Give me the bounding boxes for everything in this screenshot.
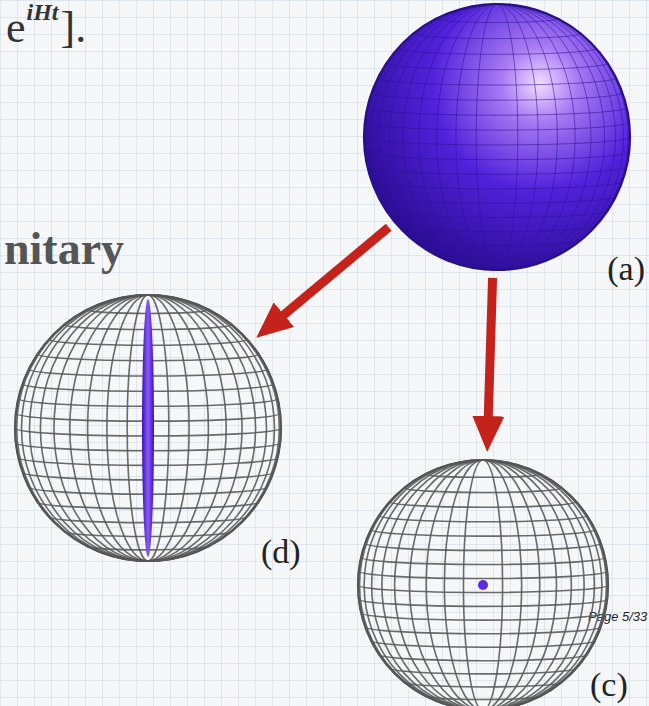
slide-text: ]. bbox=[61, 6, 87, 50]
longitude-line bbox=[444, 460, 521, 706]
red-arrow bbox=[282, 227, 388, 316]
slide-text: nitary bbox=[4, 226, 124, 272]
longitude-line bbox=[410, 460, 557, 706]
slide-text: iHt bbox=[27, 0, 59, 24]
sphere-outline bbox=[15, 295, 281, 561]
state-line bbox=[142, 299, 154, 557]
sphere-surface bbox=[364, 4, 630, 270]
panel-label: (a) bbox=[607, 252, 645, 286]
longitude-line bbox=[403, 4, 591, 270]
longitude-line bbox=[437, 4, 558, 270]
bloch-sphere bbox=[364, 4, 630, 270]
longitude-line bbox=[88, 295, 209, 561]
latitude-line bbox=[359, 571, 607, 578]
longitude-line bbox=[395, 460, 572, 706]
longitude-line bbox=[358, 460, 608, 706]
sphere-figure: (d) bbox=[15, 295, 281, 561]
state-dot bbox=[478, 580, 488, 590]
latitude-line bbox=[398, 48, 596, 54]
longitude-line bbox=[127, 295, 169, 561]
latitude-line bbox=[372, 93, 623, 101]
longitude-line bbox=[372, 460, 595, 706]
latitude-line bbox=[404, 488, 561, 493]
latitude-line bbox=[378, 78, 616, 85]
panel-label: (d) bbox=[261, 535, 301, 569]
sphere-figure: (c) bbox=[358, 460, 608, 706]
longitude-line bbox=[70, 295, 226, 561]
longitude-line bbox=[107, 295, 189, 561]
latitude-line bbox=[365, 122, 629, 130]
latitude-line bbox=[413, 34, 580, 39]
longitude-line bbox=[40, 295, 255, 561]
longitude-line bbox=[382, 460, 584, 706]
longitude-line bbox=[426, 460, 539, 706]
slide-text: e bbox=[6, 6, 26, 50]
longitude-line bbox=[456, 4, 538, 270]
longitude-line bbox=[463, 460, 502, 706]
latitude-line bbox=[364, 137, 630, 145]
longitude-line bbox=[476, 4, 518, 270]
latitude-line bbox=[436, 19, 558, 23]
longitude-line bbox=[371, 4, 624, 270]
panel-label: (c) bbox=[590, 668, 628, 702]
longitude-line bbox=[364, 460, 602, 706]
longitude-line bbox=[17, 295, 280, 561]
sphere-outline bbox=[358, 460, 608, 706]
longitude-line bbox=[364, 4, 630, 270]
latitude-line bbox=[379, 516, 587, 522]
latitude-line bbox=[367, 107, 626, 115]
red-arrow bbox=[488, 278, 492, 418]
longitude-line bbox=[360, 460, 607, 706]
latitude-line bbox=[365, 543, 601, 550]
longitude-line bbox=[22, 295, 275, 561]
longitude-line bbox=[54, 295, 242, 561]
longitude-line bbox=[419, 4, 575, 270]
bloch-sphere bbox=[358, 460, 608, 706]
sphere-figure: (a) bbox=[364, 4, 630, 270]
longitude-line bbox=[15, 295, 281, 561]
longitude-line bbox=[378, 4, 615, 270]
longitude-line bbox=[366, 4, 629, 270]
latitude-line bbox=[390, 502, 576, 508]
longitude-line bbox=[29, 295, 266, 561]
longitude-line bbox=[389, 4, 604, 270]
latitude-line bbox=[371, 529, 595, 536]
sphere-outline bbox=[364, 4, 630, 270]
latitude-line bbox=[386, 63, 607, 70]
latitude-line bbox=[361, 557, 605, 564]
bloch-sphere bbox=[15, 295, 281, 561]
